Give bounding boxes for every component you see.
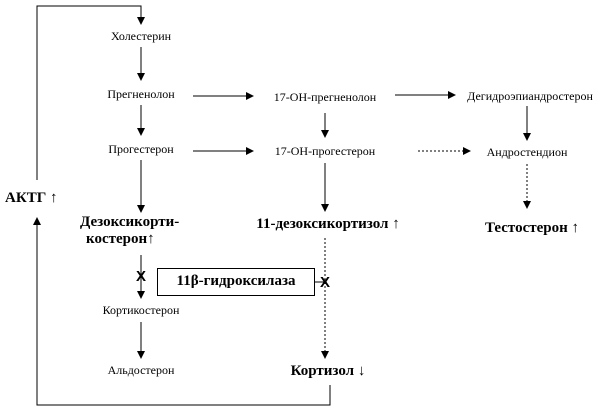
block-mark-middle: X — [320, 274, 331, 291]
node-dhea: Дегидроэпиандростерон — [467, 89, 593, 103]
node-cortisol: Кортизол ↓ — [291, 363, 366, 380]
node-cholesterol: Холестерин — [110, 29, 172, 43]
deoxycorticosterone-line2-wrap: костерон↑ — [80, 231, 179, 248]
node-deoxycorticosterone: Дезоксикорти- костерон↑ — [80, 214, 179, 248]
enzyme-box: 11β-гидроксилаза — [157, 268, 315, 296]
feedback-loop-left — [36, 5, 145, 180]
node-17oh-progesterone: 17-ОН-прогестерон — [274, 144, 376, 158]
node-aldosterone: Альдостерон — [107, 363, 175, 377]
cortisol-label: Кортизол — [290, 363, 355, 379]
deoxycorticosterone-line2: костерон — [86, 231, 148, 247]
enzyme-label: 11β-гидроксилаза — [176, 273, 296, 289]
node-17oh-pregnenolone: 17-ОН-прегненолон — [273, 90, 377, 104]
down-arrow-icon: ↓ — [357, 363, 366, 379]
testosterone-label: Тестостерон — [484, 220, 568, 236]
node-corticosterone: Кортикостерон — [102, 303, 180, 317]
node-deoxycortisol: 11-дезоксикортизол ↑ — [256, 216, 399, 233]
up-arrow-icon: ↑ — [50, 190, 58, 206]
deoxycortisol-label: 11-дезоксикортизол — [256, 216, 389, 232]
node-pregnenolone: Прегненолон — [107, 87, 175, 101]
node-acth: АКТГ ↑ — [5, 190, 58, 207]
deoxycorticosterone-line1: Дезоксикорти- — [80, 214, 180, 230]
acth-label: АКТГ — [5, 190, 47, 206]
feedback-loop-bottom — [33, 217, 331, 406]
up-arrow-icon: ↑ — [571, 220, 580, 236]
node-androstenedione: Андростендион — [486, 145, 568, 159]
up-arrow-icon: ↑ — [147, 231, 155, 247]
node-progesterone: Прогестерон — [108, 142, 174, 156]
node-testosterone: Тестостерон ↑ — [485, 220, 579, 237]
up-arrow-icon: ↑ — [392, 216, 400, 232]
block-mark-left: X — [136, 268, 147, 285]
